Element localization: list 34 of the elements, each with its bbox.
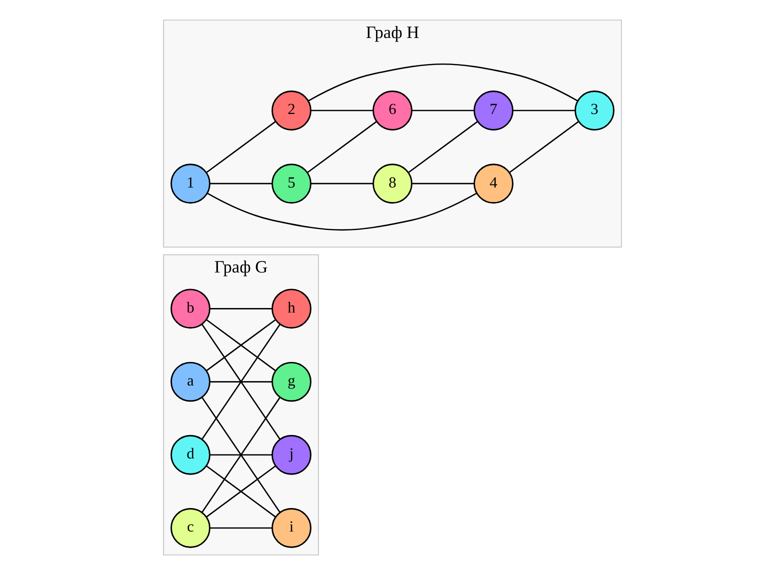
node-circle: 3 (574, 90, 614, 130)
connector (412, 110, 474, 112)
connector (512, 110, 574, 112)
connector (206, 319, 276, 372)
connector (210, 381, 272, 382)
node-circle: 6 (372, 90, 412, 130)
node-circle: i (271, 508, 311, 548)
node-circle: 1 (170, 164, 210, 204)
node-circle: a (170, 362, 210, 402)
node-circle: 7 (473, 90, 513, 130)
connector (310, 182, 372, 184)
connector (210, 527, 272, 529)
connector (210, 182, 272, 184)
node-circle: c (170, 508, 210, 548)
node-circle: 2 (271, 90, 311, 130)
connector (308, 64, 578, 102)
node-circle: h (271, 288, 311, 329)
connector (206, 192, 476, 231)
node-circle: 5 (271, 164, 311, 204)
node-circle: 8 (372, 164, 412, 204)
connector (210, 454, 272, 456)
node-circle: b (170, 288, 210, 329)
connector (310, 110, 372, 112)
connector (508, 120, 579, 174)
connector (412, 182, 474, 184)
connector (306, 120, 377, 174)
connector (200, 324, 280, 440)
node-circle: d (170, 434, 210, 475)
connector (408, 120, 478, 174)
node-circle: 4 (473, 164, 513, 204)
node-circle: j (271, 434, 311, 475)
connector (210, 308, 272, 310)
connector (206, 120, 276, 174)
node-circle: g (271, 362, 311, 402)
